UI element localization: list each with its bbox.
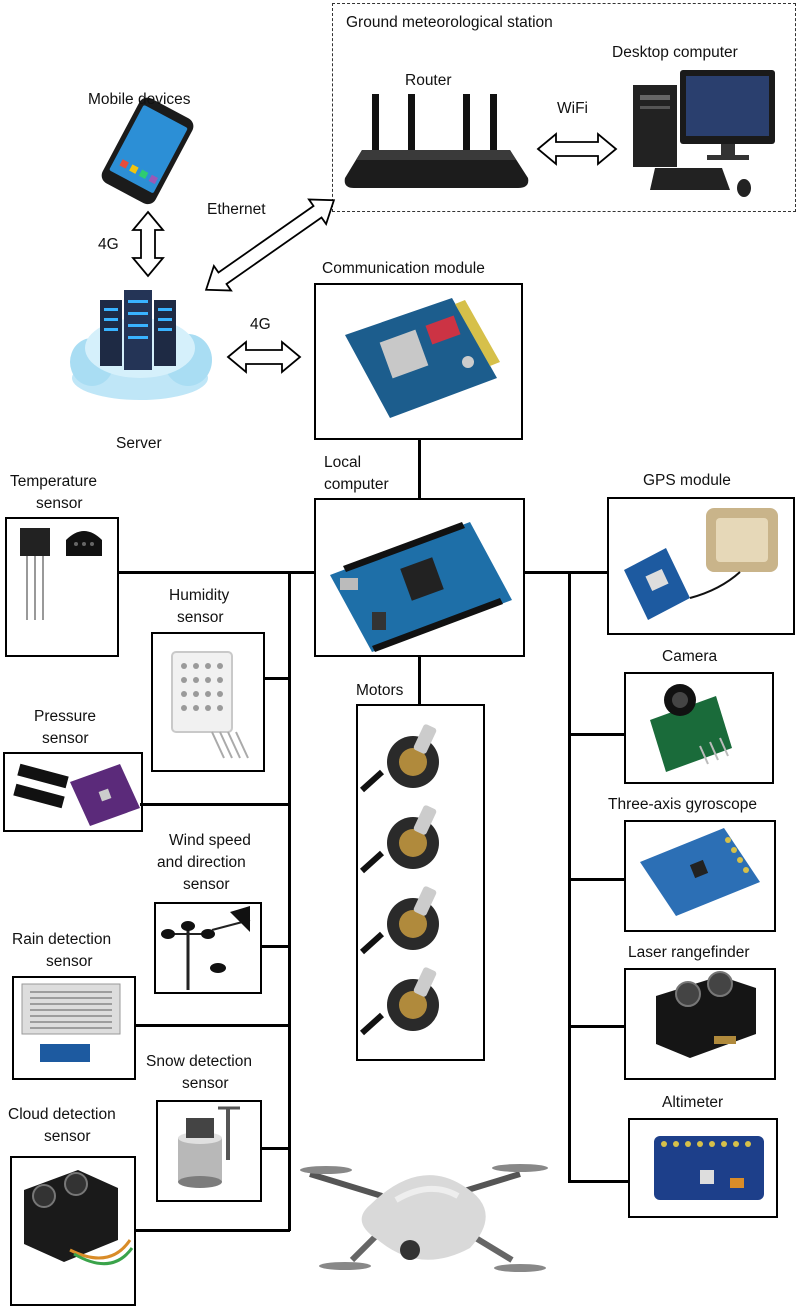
ethernet-label: Ethernet (207, 201, 266, 218)
cloud-sensor-label-2: sensor (44, 1128, 91, 1145)
mobile-server-arrow (131, 210, 165, 278)
wind-sensor-box (154, 902, 262, 994)
gps-module-box (607, 497, 795, 635)
laser-rangefinder-label: Laser rangefinder (628, 944, 750, 961)
wire-laser (568, 1025, 626, 1028)
mobile-devices-label: Mobile devices (88, 91, 191, 108)
gps-module-image (624, 508, 778, 620)
mobile-link-label: 4G (98, 236, 119, 253)
motors-box (356, 704, 485, 1061)
wire-wind (260, 945, 290, 948)
wire-local-to-motors (418, 655, 421, 705)
pressure-sensor-label-2: sensor (42, 730, 89, 747)
wind-sensor-label-1: Wind speed (169, 832, 251, 849)
humidity-sensor-label-1: Humidity (169, 587, 230, 604)
gyroscope-box (624, 820, 776, 932)
temperature-sensor-label-1: Temperature (10, 473, 98, 490)
wire-rain (134, 1024, 290, 1027)
server-label: Server (116, 435, 162, 452)
ground-station-frame (332, 3, 796, 212)
local-computer-board (330, 522, 512, 652)
humidity-sensor-label-2: sensor (177, 609, 224, 626)
camera-label: Camera (662, 648, 718, 665)
camera-image (650, 684, 732, 772)
gyroscope-image (640, 828, 760, 916)
local-computer-label-1: Local (324, 454, 362, 471)
motors-label: Motors (356, 682, 404, 699)
humidity-sensor-image (171, 651, 249, 759)
gyroscope-label: Three-axis gyroscope (608, 796, 758, 813)
wire-left-bus-v (288, 571, 291, 1231)
server-cloud-icon (70, 290, 212, 400)
altimeter-label: Altimeter (662, 1094, 724, 1111)
wire-comm-to-local (418, 438, 421, 500)
comm-module-board (345, 298, 500, 418)
wifi-label: WiFi (557, 100, 588, 117)
router-icon (344, 94, 529, 188)
wire-humidity (263, 677, 290, 680)
camera-box (624, 672, 774, 784)
rain-sensor-label-2: sensor (46, 953, 93, 970)
altimeter-box (628, 1118, 778, 1218)
server-link-label: 4G (250, 316, 271, 333)
temperature-sensor-label-2: sensor (36, 495, 83, 512)
desktop-label: Desktop computer (612, 44, 738, 61)
laser-rangefinder-box (624, 968, 776, 1080)
pressure-sensor-box (3, 752, 143, 832)
wire-left-bus-h (118, 571, 316, 574)
mobile-phone-icon (101, 97, 194, 205)
wire-cloud (134, 1229, 290, 1232)
drone-image (300, 1164, 548, 1272)
rain-sensor-label-1: Rain detection (12, 931, 112, 948)
local-computer-label-2: computer (324, 476, 389, 493)
snow-sensor-image (178, 1106, 240, 1188)
pressure-sensor-image (13, 763, 140, 826)
cloud-sensor-label-1: Cloud detection (8, 1106, 116, 1123)
wind-sensor-label-2: and direction (157, 854, 246, 871)
rain-sensor-image (21, 983, 121, 1062)
wire-snow (260, 1147, 290, 1150)
wire-camera (568, 733, 626, 736)
server-comm-arrow (226, 340, 302, 374)
wire-altimeter (568, 1180, 630, 1183)
humidity-sensor-box (151, 632, 265, 772)
ground-station-title: Ground meteorological station (346, 14, 553, 31)
snow-sensor-label-1: Snow detection (146, 1053, 252, 1070)
motors-image (359, 724, 439, 1036)
gps-module-label: GPS module (643, 472, 731, 489)
rain-sensor-box (12, 976, 136, 1080)
comm-module-box (314, 283, 523, 440)
cloud-sensor-image (24, 1170, 134, 1266)
ethernet-arrow (204, 198, 336, 292)
pressure-sensor-label-1: Pressure (34, 708, 97, 725)
router-label: Router (405, 72, 452, 89)
wire-pressure (140, 803, 290, 806)
desktop-computer-icon (633, 70, 775, 197)
local-computer-box (314, 498, 525, 657)
laser-rangefinder-image (656, 971, 756, 1058)
altimeter-image (654, 1136, 764, 1200)
wifi-arrow (536, 132, 618, 166)
snow-sensor-label-2: sensor (182, 1075, 229, 1092)
wind-sensor-image (161, 906, 251, 990)
comm-module-label: Communication module (322, 260, 485, 277)
temperature-sensor-box (5, 517, 119, 657)
wire-gyro (568, 878, 626, 881)
wind-sensor-label-3: sensor (183, 876, 230, 893)
temperature-sensor-image (20, 528, 102, 620)
wire-right-bus-v (568, 571, 571, 1182)
snow-sensor-box (156, 1100, 262, 1202)
wire-right-bus-h (524, 571, 609, 574)
cloud-sensor-box (10, 1156, 136, 1306)
